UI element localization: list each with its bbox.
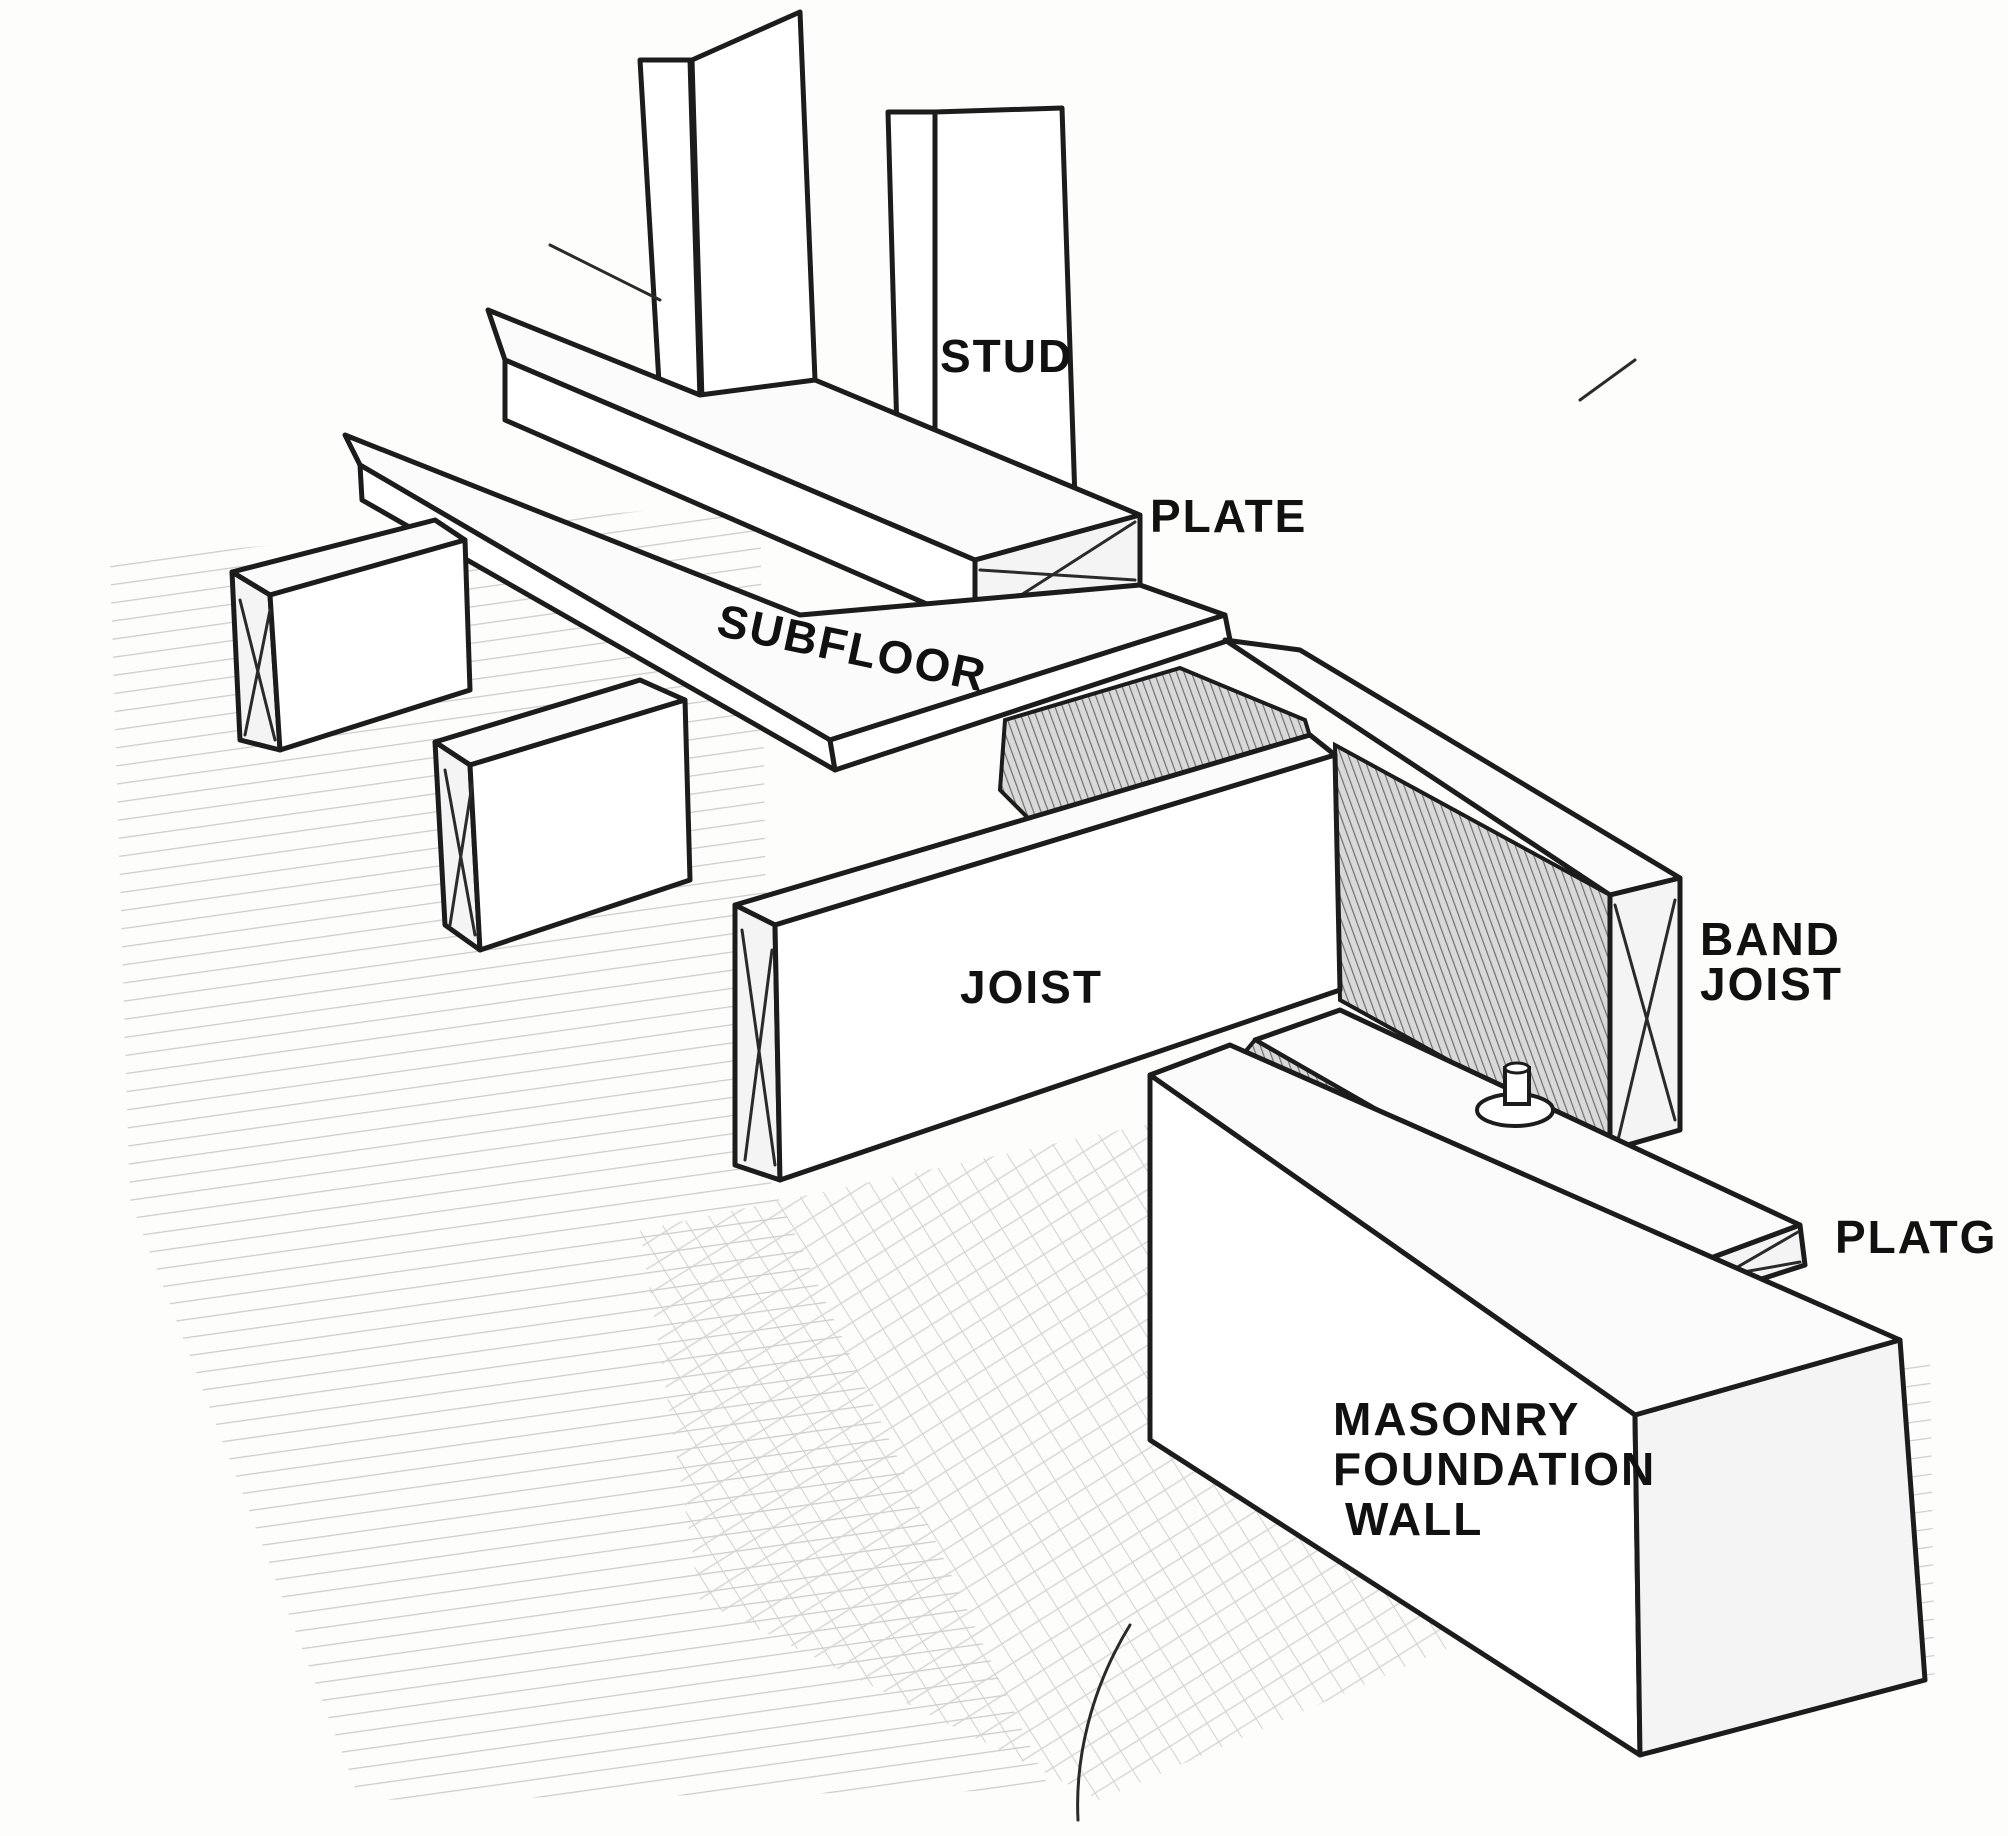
label-band-joist-line1: BAND	[1700, 913, 1841, 965]
main-joist	[732, 732, 1343, 1183]
label-foundation-line1: MASONRY	[1333, 1393, 1580, 1445]
main-joist-side-face	[772, 752, 1343, 1183]
stud-hidden-line	[548, 243, 662, 302]
band-joist-end-grain	[1613, 898, 1677, 1142]
label-band-joist-line2: JOIST	[1700, 958, 1843, 1010]
joist-back-2	[432, 677, 693, 953]
anchor-bolt-icon	[1475, 1061, 1555, 1128]
label-foundation-line3: WALL	[1345, 1493, 1483, 1545]
foundation-wall-end-face	[1632, 1337, 1928, 1758]
label-stud: STUD	[940, 330, 1073, 382]
label-foundation-line2: FOUNDATION	[1333, 1443, 1656, 1495]
label-bottom-plate: PLATG	[1835, 1211, 1997, 1263]
label-top-plate: PLATE	[1150, 490, 1307, 542]
stud-back-face	[689, 9, 818, 403]
main-joist-end-grain	[740, 928, 777, 1167]
joist-back-1	[229, 517, 473, 753]
label-joist: JOIST	[960, 961, 1103, 1013]
stray-strokes	[1076, 358, 1637, 1822]
foundation-wall	[1147, 1042, 1928, 1758]
